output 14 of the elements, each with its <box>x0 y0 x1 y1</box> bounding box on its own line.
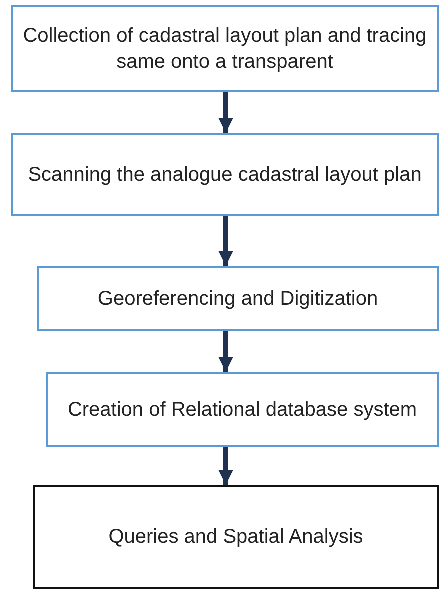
step-text: Collection of cadastral layout plan and tracing same onto a transparent <box>22 24 428 74</box>
process-box <box>11 133 439 216</box>
step-text: Creation of Relational database system <box>68 398 418 422</box>
process-box <box>46 372 439 447</box>
process-box <box>37 266 439 331</box>
arrow <box>218 447 234 485</box>
process-box <box>33 485 439 589</box>
process-box <box>11 5 439 92</box>
step-text: Queries and Spatial Analysis <box>108 525 364 550</box>
arrow <box>218 216 234 266</box>
step-text: Georeferencing and Digitization <box>98 286 378 312</box>
arrow <box>218 92 234 133</box>
arrow <box>218 331 234 372</box>
step-text: Scanning the analogue cadastral layout plan <box>28 162 422 188</box>
